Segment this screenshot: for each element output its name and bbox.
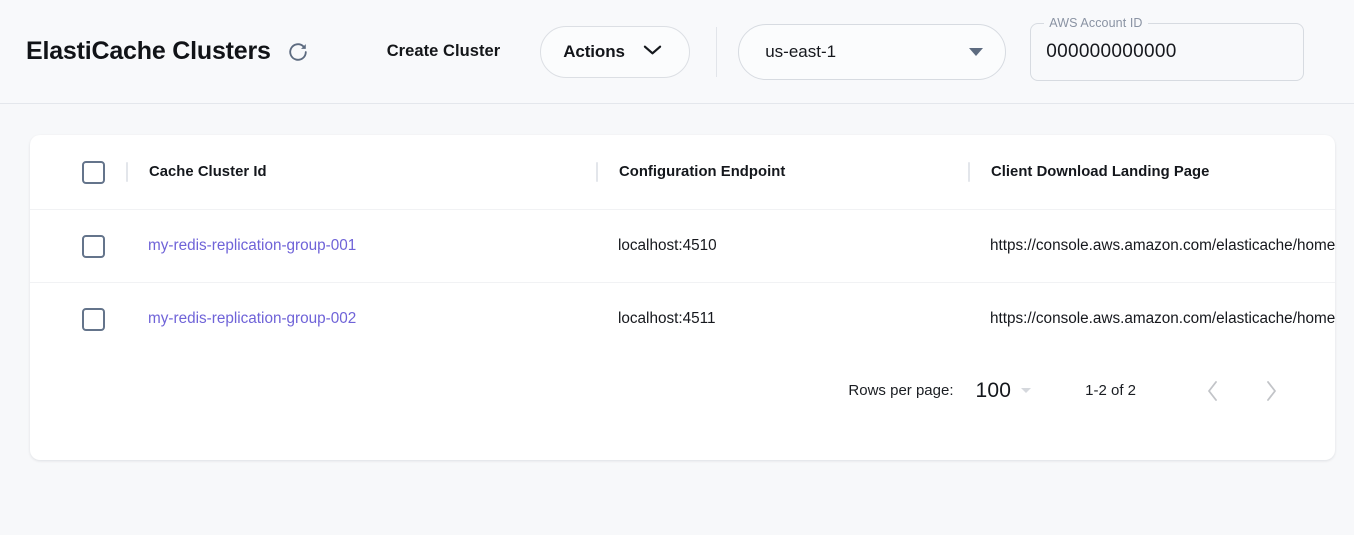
cell-client-download-landing-page: https://console.aws.amazon.com/elasticac… bbox=[968, 282, 1335, 356]
clusters-card: Cache Cluster Id Configuration Endpoint … bbox=[30, 135, 1335, 460]
table-head: Cache Cluster Id Configuration Endpoint … bbox=[30, 135, 1335, 210]
row-select-cell bbox=[30, 209, 126, 283]
cell-cache-cluster-id: my-redis-replication-group-001 bbox=[126, 209, 596, 283]
table-row: my-redis-replication-group-001 localhost… bbox=[30, 209, 1335, 283]
cell-client-download-landing-page: https://console.aws.amazon.com/elasticac… bbox=[968, 209, 1335, 283]
column-header-label: Configuration Endpoint bbox=[619, 164, 786, 180]
chevron-down-icon bbox=[643, 43, 662, 61]
header-divider bbox=[716, 26, 718, 77]
aws-account-id-field[interactable]: AWS Account ID bbox=[1030, 14, 1305, 81]
clusters-table: Cache Cluster Id Configuration Endpoint … bbox=[30, 135, 1335, 356]
refresh-icon bbox=[287, 41, 309, 63]
cell-cache-cluster-id: my-redis-replication-group-002 bbox=[126, 282, 596, 356]
row-select-cell bbox=[30, 282, 126, 356]
chevron-right-icon bbox=[1264, 380, 1278, 402]
column-header-client-download-landing-page[interactable]: Client Download Landing Page bbox=[968, 135, 1335, 210]
table-body: my-redis-replication-group-001 localhost… bbox=[30, 209, 1335, 356]
caret-down-icon bbox=[969, 47, 984, 56]
content-area: Cache Cluster Id Configuration Endpoint … bbox=[0, 104, 1354, 460]
aws-account-id-input[interactable] bbox=[1030, 22, 1305, 81]
refresh-icon-button[interactable] bbox=[281, 35, 315, 69]
column-header-label: Client Download Landing Page bbox=[991, 164, 1210, 180]
region-select-value: us-east-1 bbox=[765, 41, 837, 61]
cluster-id-link[interactable]: my-redis-replication-group-001 bbox=[148, 237, 357, 254]
table-pagination: Rows per page: 100 1-2 of 2 bbox=[30, 356, 1335, 426]
region-select[interactable]: us-east-1 bbox=[738, 23, 1007, 80]
column-header-configuration-endpoint[interactable]: Configuration Endpoint bbox=[596, 135, 968, 210]
table-header-row: Cache Cluster Id Configuration Endpoint … bbox=[30, 135, 1335, 210]
row-checkbox[interactable] bbox=[82, 234, 105, 258]
rows-per-page-select[interactable]: 100 bbox=[975, 378, 1032, 403]
create-cluster-button[interactable]: Create Cluster bbox=[381, 34, 507, 69]
select-all-header bbox=[30, 135, 126, 210]
row-checkbox[interactable] bbox=[82, 307, 105, 331]
column-divider bbox=[596, 162, 598, 182]
previous-page-button[interactable] bbox=[1193, 371, 1233, 411]
rows-per-page-value: 100 bbox=[975, 378, 1012, 402]
table-row: my-redis-replication-group-002 localhost… bbox=[30, 282, 1335, 356]
caret-down-icon bbox=[1021, 388, 1032, 393]
cell-configuration-endpoint: localhost:4511 bbox=[596, 282, 968, 356]
column-header-label: Cache Cluster Id bbox=[149, 164, 267, 180]
select-all-checkbox[interactable] bbox=[82, 160, 105, 184]
cluster-id-link[interactable]: my-redis-replication-group-002 bbox=[148, 310, 357, 328]
rows-per-page-label: Rows per page: bbox=[848, 382, 954, 399]
page-title: ElastiCache Clusters bbox=[26, 37, 271, 65]
app-header: ElastiCache Clusters Create Cluster Acti… bbox=[0, 0, 1354, 104]
pagination-range-label: 1-2 of 2 bbox=[1085, 382, 1136, 399]
cell-configuration-endpoint: localhost:4510 bbox=[596, 209, 968, 283]
column-divider bbox=[968, 162, 970, 182]
actions-button-label: Actions bbox=[563, 41, 625, 61]
actions-button[interactable]: Actions bbox=[540, 25, 691, 78]
next-page-button[interactable] bbox=[1251, 371, 1291, 411]
column-divider bbox=[126, 162, 128, 182]
column-header-cache-cluster-id[interactable]: Cache Cluster Id bbox=[126, 135, 596, 210]
chevron-left-icon bbox=[1206, 380, 1220, 402]
